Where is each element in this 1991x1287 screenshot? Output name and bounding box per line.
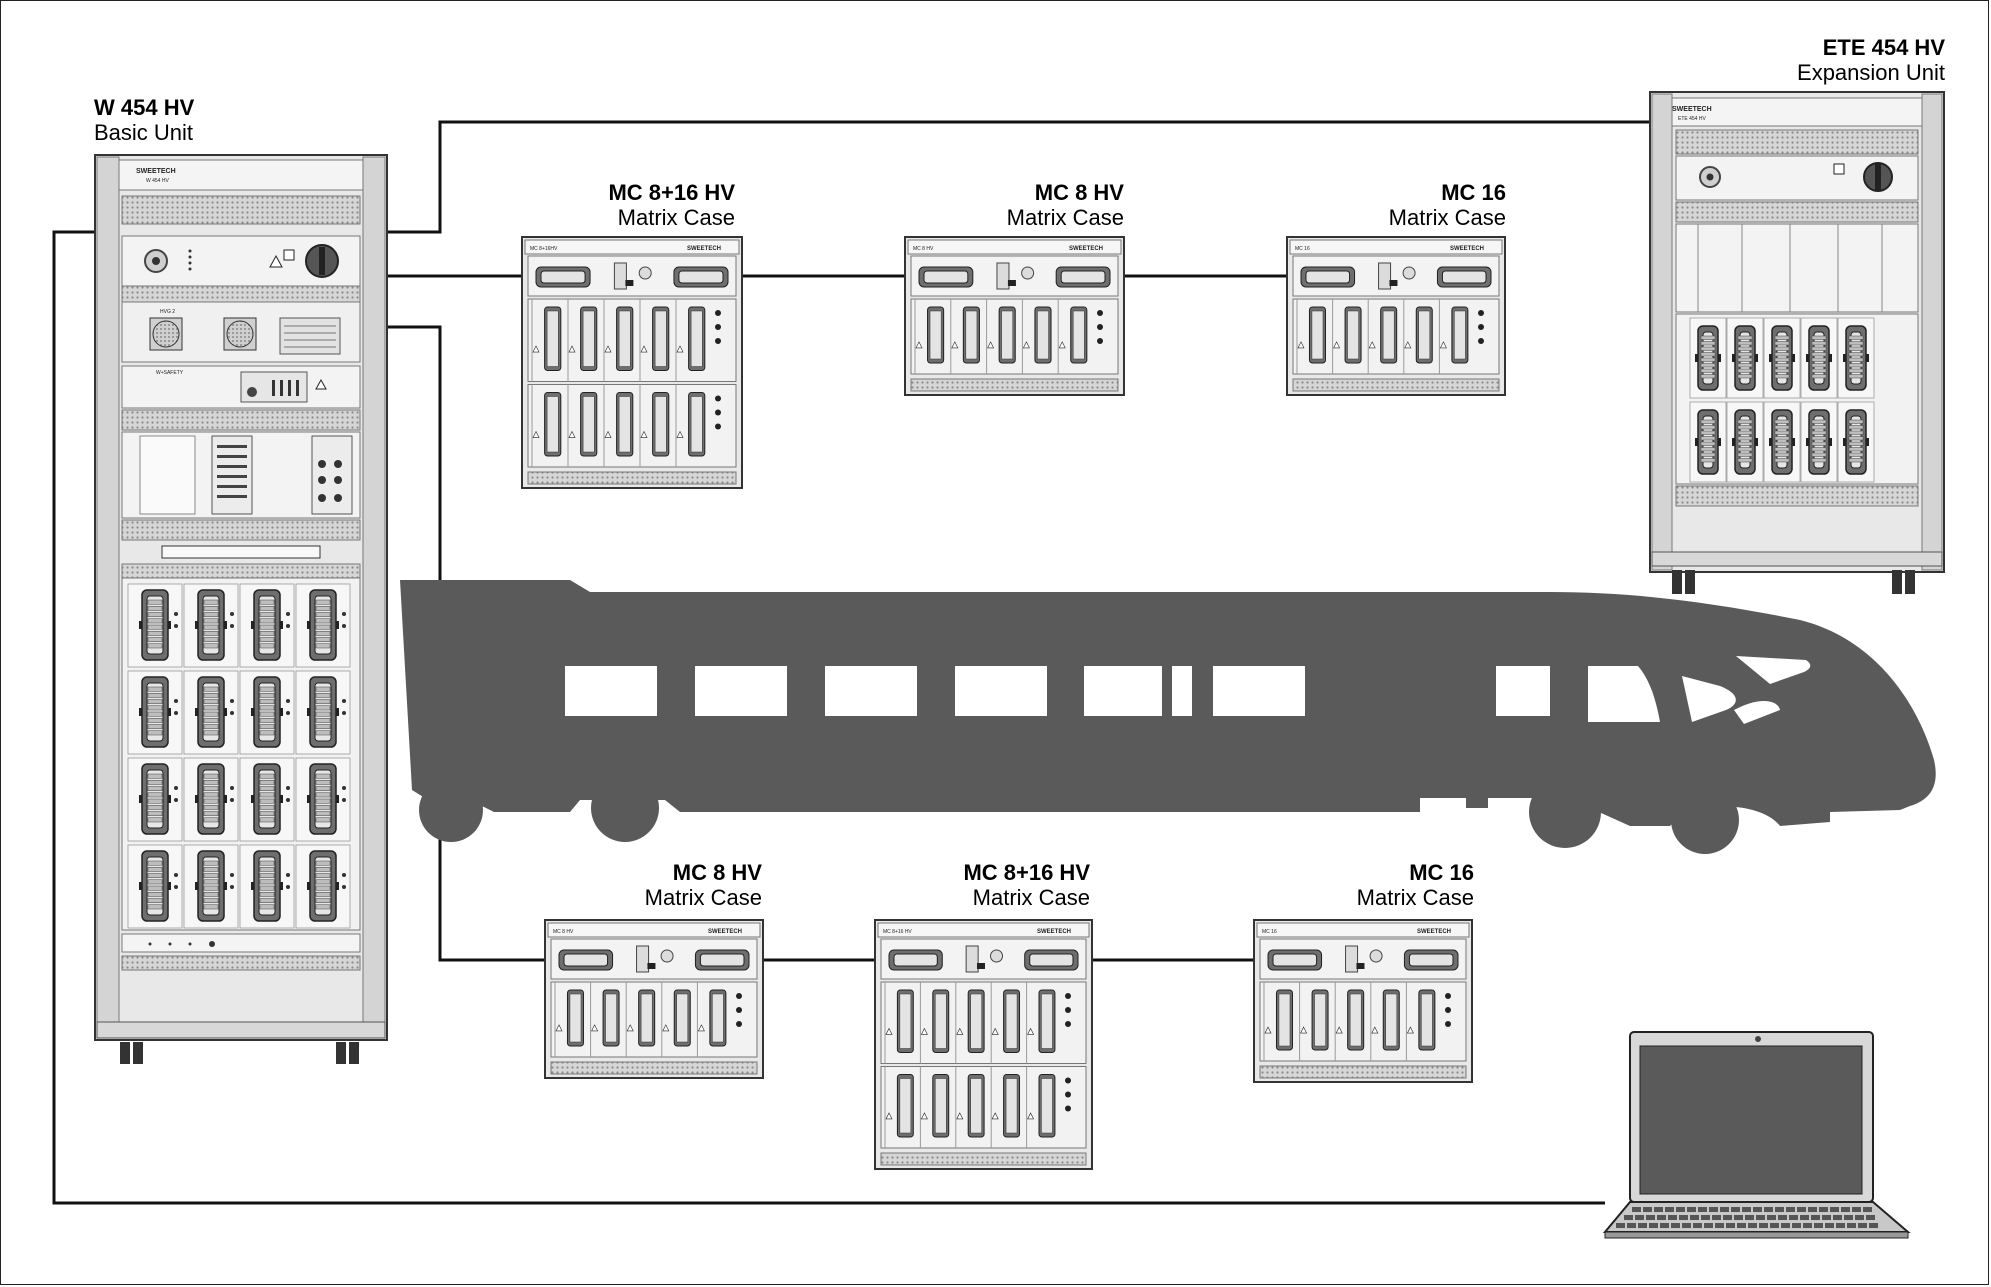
bottom-case-3-label: MC 16 Matrix Case <box>1274 860 1474 911</box>
svg-text:SWEETECH: SWEETECH <box>687 246 721 252</box>
train-silhouette <box>400 580 1936 854</box>
expansion-unit-subtitle: Expansion Unit <box>1797 60 1945 86</box>
hvg-tag: HVG 2 <box>160 309 175 315</box>
top-case-3-label: MC 16 Matrix Case <box>1306 180 1506 231</box>
line-basic-to-expansion <box>385 120 1650 234</box>
matrix-case-top-mc-8-hv: MC 8 HV SWEETECH <box>904 236 1125 396</box>
expansion-model-plate-text: ETE 454 HV <box>1678 116 1706 122</box>
cooling-fan-icon <box>149 317 183 351</box>
top-case-3-title: MC 16 <box>1441 180 1506 205</box>
warning-icon <box>269 254 283 268</box>
basic-connector-grid <box>127 583 351 929</box>
bottom-case-2-label: MC 8+16 HV Matrix Case <box>890 860 1090 911</box>
basic-unit-subtitle: Basic Unit <box>94 120 194 146</box>
cooling-fan-icon-2 <box>223 317 257 351</box>
top-case-1-label: MC 8+16 HV Matrix Case <box>535 180 735 231</box>
matrix-case-bottom-mc-16: MC 16 SWEETECH <box>1253 919 1473 1083</box>
bottom-case-3-title: MC 16 <box>1409 860 1474 885</box>
bottom-case-1-title: MC 8 HV <box>672 860 762 885</box>
basic-brand-text: SWEETECH <box>136 168 176 175</box>
bottom-case-3-subtitle: Matrix Case <box>1356 885 1474 911</box>
basic-unit-label: W 454 HV Basic Unit <box>94 95 194 146</box>
svg-text:SWEETECH: SWEETECH <box>1450 246 1484 252</box>
matrix-case-bottom-mc-8-16-hv: MC 8+16 HV SWEETECH <box>874 919 1093 1170</box>
top-case-1-title: MC 8+16 HV <box>608 180 735 205</box>
bottom-case-1-subtitle: Matrix Case <box>644 885 762 911</box>
svg-text:MC 8 HV: MC 8 HV <box>913 246 934 252</box>
svg-text:SWEETECH: SWEETECH <box>1417 929 1451 935</box>
top-case-2-label: MC 8 HV Matrix Case <box>924 180 1124 231</box>
svg-text:MC 16: MC 16 <box>1295 246 1310 252</box>
matrix-case-top-mc-16: MC 16 SWEETECH <box>1286 236 1506 396</box>
expansion-brand-text: SWEETECH <box>1672 106 1712 113</box>
svg-text:MC 8+16 HV: MC 8+16 HV <box>883 929 912 935</box>
safety-tag: W+SAFETY <box>156 370 184 376</box>
expansion-unit-cabinet: SWEETECH ETE 454 HV <box>1649 91 1945 594</box>
top-case-2-subtitle: Matrix Case <box>1006 205 1124 231</box>
expansion-unit-label: ETE 454 HV Expansion Unit <box>1645 35 1945 86</box>
svg-text:SWEETECH: SWEETECH <box>1069 246 1103 252</box>
svg-text:MC 8 HV: MC 8 HV <box>553 929 574 935</box>
bottom-case-2-title: MC 8+16 HV <box>963 860 1090 885</box>
connection-lines <box>52 120 1650 1205</box>
top-case-1-subtitle: Matrix Case <box>617 205 735 231</box>
line-basic-to-laptop <box>52 230 1605 1205</box>
matrix-case-bottom-mc-8-hv: MC 8 HV SWEETECH <box>544 919 764 1079</box>
top-case-2-title: MC 8 HV <box>1034 180 1124 205</box>
matrix-case-top-mc-8-16-hv: MC 8+16HV SWEETECH <box>521 236 743 489</box>
svg-text:MC 8+16HV: MC 8+16HV <box>530 246 558 252</box>
bottom-case-2-subtitle: Matrix Case <box>972 885 1090 911</box>
top-case-3-subtitle: Matrix Case <box>1388 205 1506 231</box>
svg-text:MC 16: MC 16 <box>1262 929 1277 935</box>
basic-unit-cabinet: SWEETECH W 454 HV HVG 2 W+SAFETY <box>94 154 388 1064</box>
laptop-icon <box>1602 1031 1911 1239</box>
expansion-connector-grid <box>1689 317 1875 483</box>
svg-text:SWEETECH: SWEETECH <box>1037 929 1071 935</box>
expansion-unit-title: ETE 454 HV <box>1822 35 1945 60</box>
svg-text:SWEETECH: SWEETECH <box>708 929 742 935</box>
basic-model-plate-text: W 454 HV <box>146 178 169 184</box>
bottom-case-1-label: MC 8 HV Matrix Case <box>562 860 762 911</box>
basic-unit-title: W 454 HV <box>94 95 195 120</box>
